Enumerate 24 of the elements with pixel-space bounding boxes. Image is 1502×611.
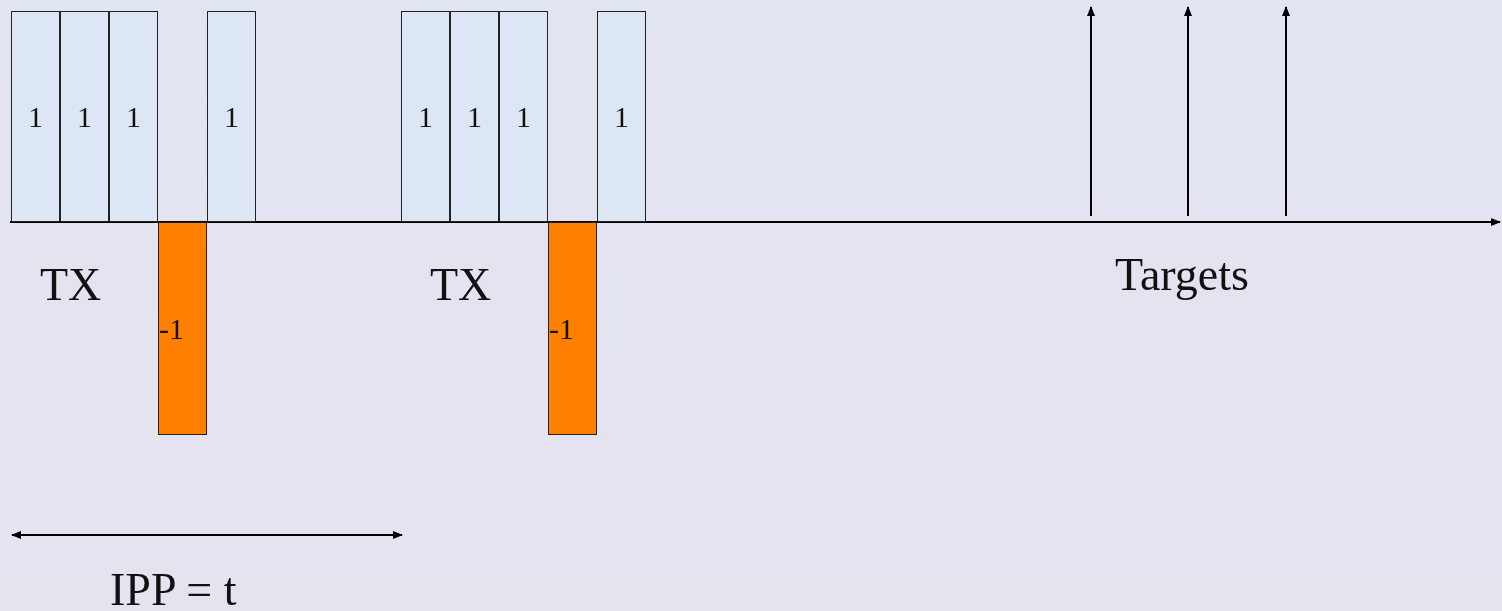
positive-pulse-bar — [109, 11, 158, 222]
pulse-value: 1 — [224, 99, 239, 134]
pulse-value: 1 — [77, 99, 92, 134]
pulse-value: 1 — [418, 99, 433, 134]
pulse-value: 1 — [614, 99, 629, 134]
positive-pulse-bar — [207, 11, 256, 222]
negative-pulse-bar — [548, 222, 597, 435]
positive-pulse-bar — [11, 11, 60, 222]
positive-pulse-bar — [60, 11, 109, 222]
pulse-value: 1 — [126, 99, 141, 134]
positive-pulse-bar — [597, 11, 646, 222]
positive-pulse-bar — [499, 11, 548, 222]
pulse-value: 1 — [28, 99, 43, 134]
pulse-value: 1 — [467, 99, 482, 134]
pulse-value: -1 — [159, 311, 184, 346]
tx-label: TX — [40, 262, 102, 308]
pulse-value: 1 — [516, 99, 531, 134]
positive-pulse-bar — [450, 11, 499, 222]
positive-pulse-bar — [401, 11, 450, 222]
dimension-label: IPP = t — [110, 567, 237, 611]
tx-label: TX — [430, 262, 492, 308]
pulse-value: -1 — [549, 311, 574, 346]
negative-pulse-bar — [158, 222, 207, 435]
targets-label: Targets — [1115, 252, 1249, 298]
